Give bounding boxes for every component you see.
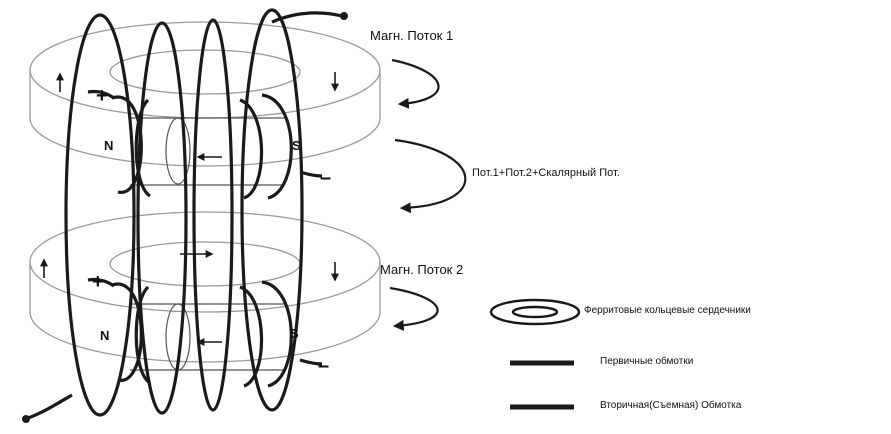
curved-arrow-icon — [391, 58, 440, 109]
bottom-minus-sign: – — [318, 355, 330, 377]
legend-ferrite-symbol — [489, 298, 581, 326]
top-south-pole: S — [292, 138, 301, 153]
lead-top-terminal — [340, 12, 348, 20]
legend-ferrite-label: Ферритовые кольцевые сердечники — [584, 305, 751, 316]
top-plus-sign: + — [96, 85, 108, 107]
upper-primary-winding — [87, 89, 323, 200]
top-north-pole: N — [104, 138, 114, 153]
legend-secondary-label: Вторичная(Съемная) Обмотка — [600, 400, 742, 411]
flux-direction-arrows — [40, 72, 339, 346]
curved-arrow-icon — [394, 138, 467, 214]
lower-primary-winding — [87, 277, 323, 388]
bottom-south-pole: S — [290, 326, 299, 341]
lead-bottom-terminal — [22, 415, 30, 423]
top-minus-sign: – — [320, 167, 332, 189]
upper-magnet-core — [130, 117, 285, 186]
legend-primary-label: Первичные обмотки — [600, 356, 694, 367]
bottom-plus-sign: + — [92, 271, 104, 293]
curved-arrow-icon — [389, 286, 439, 331]
secondary-winding — [27, 8, 343, 420]
flux-curved-arrows — [389, 58, 467, 331]
lower-ferrite-ring — [29, 211, 381, 363]
flux1-label: Магн. Поток 1 — [370, 28, 454, 43]
flux-sum-label: Пот.1+Пот.2+Скалярный Пот. — [472, 167, 620, 179]
bottom-north-pole: N — [100, 328, 110, 343]
flux2-label: Магн. Поток 2 — [380, 262, 464, 277]
